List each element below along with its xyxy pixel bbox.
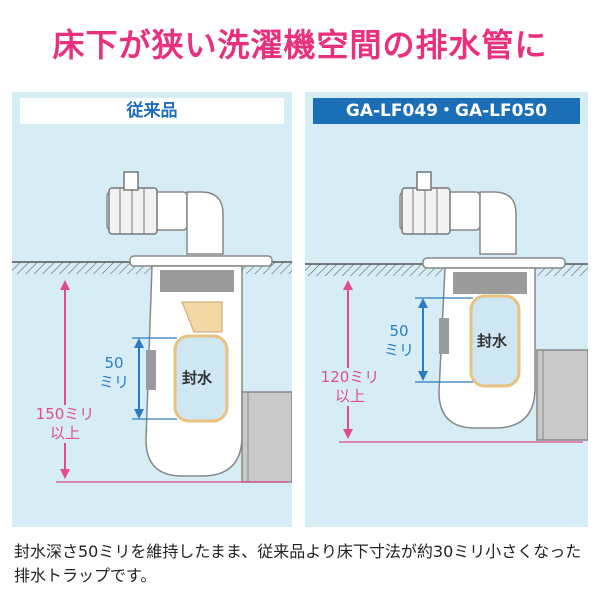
outlet-pipe — [536, 349, 588, 441]
trap-flange — [422, 257, 566, 269]
headline: 床下が狭い洗濯機空間の排水管に — [52, 26, 548, 64]
panel-conventional: 従来品 — [12, 92, 292, 527]
seal-label: 封水 — [477, 332, 508, 350]
trap-diagram-new-product — [305, 171, 588, 443]
seal-depth-label: 50 ミリ — [383, 322, 414, 359]
seal-depth-label: 50 ミリ — [98, 354, 129, 391]
seal-label: 封水 — [182, 369, 213, 387]
hose-clamp — [108, 187, 158, 235]
seal-cream-insert — [181, 301, 223, 333]
trap-gray-band — [160, 270, 234, 292]
outlet-pipe — [241, 391, 292, 483]
seal-water-cup — [469, 294, 521, 388]
trap-diagram-conventional — [12, 171, 292, 483]
trap-gray-band — [453, 272, 527, 294]
floor-clearance-label: 120ミリ 以上 — [305, 368, 395, 406]
caption: 封水深さ50ミリを維持したまま、従来品より床下寸法が約30ミリ小さくなった排水ト… — [14, 542, 582, 585]
panel-label-conventional: 従来品 — [20, 98, 284, 124]
floor-clearance-label: 150ミリ 以上 — [20, 405, 110, 443]
panel-new-product: GA-LF049・GA-LF050 — [305, 92, 588, 527]
panel-label-new-product: GA-LF049・GA-LF050 — [313, 98, 580, 124]
hose-clamp — [401, 187, 451, 235]
seal-water-cup — [173, 334, 229, 423]
trap-flange — [129, 255, 273, 267]
